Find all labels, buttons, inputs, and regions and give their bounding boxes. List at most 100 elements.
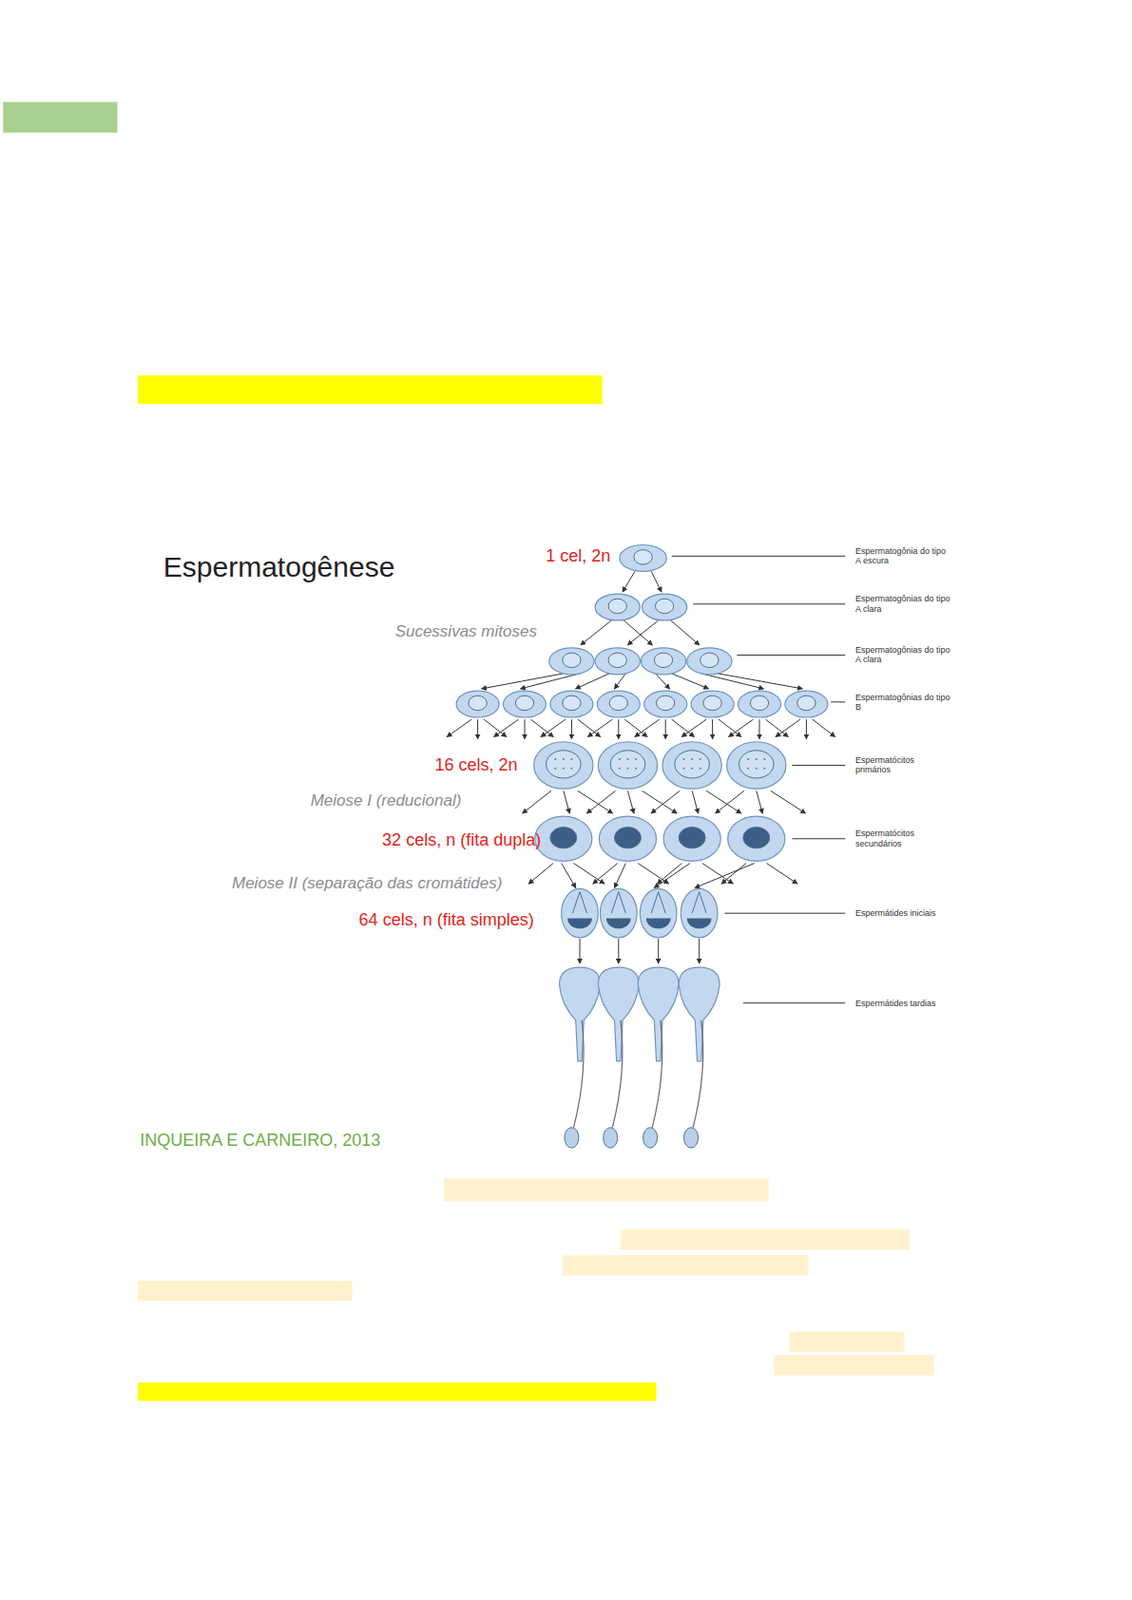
citation: INQUEIRA E CARNEIRO, 2013 <box>139 1131 381 1152</box>
leader-line <box>830 701 845 703</box>
chromatin-dot <box>755 758 758 761</box>
sperm-head <box>643 1128 658 1149</box>
acrosome <box>567 919 593 930</box>
chromatin-dot <box>626 758 629 761</box>
arrow <box>577 790 614 814</box>
cell-nucleus <box>749 695 768 710</box>
cell-body <box>597 967 639 1062</box>
cell <box>737 690 781 718</box>
arrow <box>767 863 798 884</box>
cell-count-label: 64 cels, n (fita simples) <box>359 910 535 931</box>
arrow <box>651 790 680 814</box>
acrosome <box>687 919 712 930</box>
late-spermatid <box>559 967 601 1149</box>
arrow <box>520 673 580 690</box>
arrow <box>522 790 552 814</box>
arrow <box>770 790 806 814</box>
leader-line <box>743 1002 845 1004</box>
flagellum-start <box>651 892 666 915</box>
flagellum-start <box>611 892 626 915</box>
process-label: Sucessivas mitoses <box>395 622 538 642</box>
arrow <box>578 939 580 964</box>
tail <box>652 1020 663 1129</box>
arrow <box>759 719 761 739</box>
sperm-head <box>684 1128 699 1149</box>
arrow <box>715 790 745 814</box>
cell-nucleus <box>739 750 775 779</box>
chromatin-dot <box>634 767 637 770</box>
flagellum-start <box>572 892 587 915</box>
cell <box>535 816 593 862</box>
cell-body <box>728 816 786 862</box>
arrow <box>711 719 713 739</box>
sperm-head <box>564 1128 579 1149</box>
process-label: Meiose I (reducional) <box>310 791 462 811</box>
cell <box>502 690 546 718</box>
arrow <box>561 863 576 889</box>
cell-nucleus <box>674 750 710 779</box>
arrow <box>775 719 801 737</box>
cell-nucleus <box>609 695 628 710</box>
leader-line <box>724 913 845 915</box>
arrow <box>614 673 627 690</box>
cell-count-label: 1 cel, 2n <box>545 546 611 567</box>
cell-nucleus <box>546 750 582 779</box>
arrow <box>653 863 691 889</box>
arrow <box>642 790 678 814</box>
cell-body <box>534 742 594 789</box>
cell-nucleus <box>610 750 646 779</box>
chromatin-dot <box>683 758 686 761</box>
cell-body <box>599 888 637 939</box>
stage-label: Espermátides iniciais <box>855 908 951 919</box>
cell <box>640 648 686 675</box>
cell-body <box>640 648 686 675</box>
tail <box>612 1020 623 1129</box>
cell <box>728 816 786 862</box>
cell-body <box>559 967 601 1062</box>
cell-body <box>678 967 720 1062</box>
arrow <box>657 863 683 884</box>
arrow <box>671 620 700 646</box>
chromatin-dot <box>699 758 702 761</box>
arrow <box>580 620 612 646</box>
chromatin-dot <box>634 758 637 761</box>
cell-body <box>594 648 640 675</box>
late-spermatid <box>597 967 639 1149</box>
arrow <box>691 790 698 814</box>
chromatin-dot <box>747 767 749 770</box>
arrow <box>624 719 648 737</box>
leader-line <box>671 556 846 557</box>
cell-nucleus <box>562 652 581 668</box>
cell-nucleus <box>700 652 719 668</box>
chromatin-dot <box>699 767 702 770</box>
chromatin-dot <box>763 767 766 770</box>
cell-body <box>456 690 499 718</box>
cell-body <box>561 888 599 939</box>
arrow <box>729 719 754 737</box>
arrow <box>681 719 707 737</box>
cell-count-label: 32 cels, n (fita dupla) <box>382 830 541 851</box>
cell <box>662 742 722 789</box>
highlight-bar <box>137 375 603 404</box>
cell-body <box>535 816 593 862</box>
arrow <box>718 719 742 737</box>
cell <box>619 544 667 572</box>
leader-line <box>791 838 845 840</box>
arrow <box>483 719 507 737</box>
arrow <box>702 863 733 884</box>
arrow <box>477 719 479 739</box>
tail <box>574 1020 585 1129</box>
cell-body <box>502 690 546 718</box>
chromatin-dot <box>618 758 621 761</box>
arrow <box>805 719 807 739</box>
chromatin-dot <box>618 767 621 770</box>
arrow <box>765 719 788 737</box>
cell-body <box>594 594 640 621</box>
sperm-head <box>603 1128 618 1149</box>
chromatin-dot <box>626 767 629 770</box>
leader-line <box>692 603 845 605</box>
cell-nucleus <box>653 652 672 668</box>
cell <box>663 816 721 862</box>
cell-nucleus <box>562 695 581 710</box>
arrow <box>524 719 526 739</box>
